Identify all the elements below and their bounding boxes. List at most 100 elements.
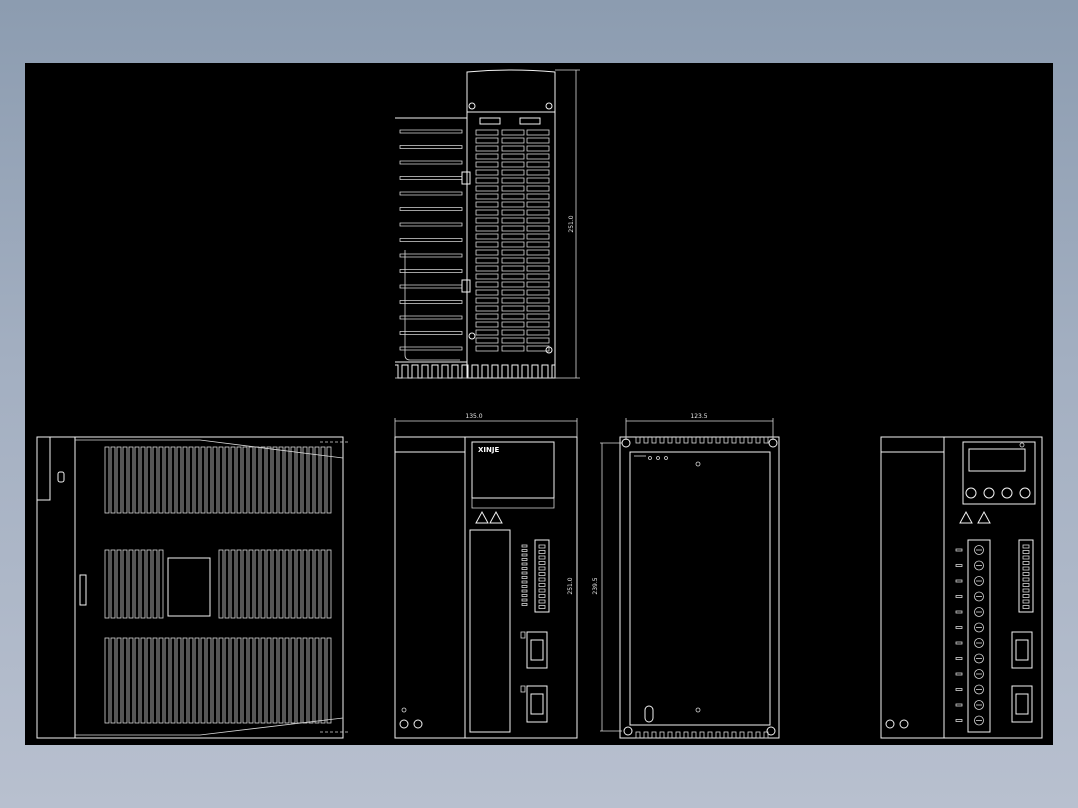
- vent-slot: [526, 153, 550, 160]
- vent-slot: [501, 177, 525, 184]
- vent-slot: [140, 446, 146, 514]
- terminal-label-mark: [955, 626, 963, 629]
- heatsink-fin: [399, 284, 463, 289]
- vent-slot: [134, 446, 140, 514]
- vent-slot: [122, 446, 128, 514]
- right-view-led: [1019, 442, 1025, 448]
- vent-slot: [475, 313, 499, 320]
- io-pin: [1022, 544, 1030, 549]
- vent-slot: [254, 549, 260, 619]
- vent-slot: [170, 637, 176, 724]
- front-view-db-connector-1: [526, 631, 548, 669]
- vent-slot: [146, 446, 152, 514]
- right-view-button-4[interactable]: [1019, 487, 1031, 499]
- back-view-inner-frame: [629, 451, 771, 726]
- vent-slot: [206, 446, 212, 514]
- edge-notch: [707, 731, 713, 739]
- vent-slot: [128, 446, 134, 514]
- io-pin: [1022, 572, 1030, 576]
- side-view-label-plate: [167, 557, 211, 617]
- back-view-mount-hole-br: [766, 726, 776, 736]
- vent-slot: [152, 549, 158, 619]
- top-view-slot-right: [519, 117, 541, 125]
- top-view-heatsink-fins: [399, 129, 463, 361]
- vent-slot: [116, 446, 122, 514]
- vent-slot: [501, 129, 525, 136]
- heatsink-fin: [399, 207, 463, 211]
- back-view-mount-hole-tr: [768, 438, 778, 448]
- right-view-db-connector-2: [1011, 685, 1033, 723]
- vent-slot: [260, 549, 266, 619]
- terminal-label-mark: [521, 589, 528, 593]
- vent-slot: [320, 446, 326, 514]
- vent-slot: [526, 305, 550, 312]
- vent-slot: [475, 257, 499, 264]
- front-view-ground-screw-1: [399, 719, 409, 729]
- io-pin: [1022, 566, 1030, 571]
- vent-slot: [188, 446, 194, 514]
- front-view-dim-width-label: 135.0: [465, 413, 482, 420]
- edge-notch: [683, 731, 689, 739]
- edge-notch: [675, 731, 681, 739]
- front-view-db-connector-1-inner: [530, 639, 544, 661]
- right-view-db-connector-2-inner: [1015, 693, 1029, 715]
- right-view-warning-icon-1: [959, 510, 973, 524]
- terminal-screw: [974, 622, 984, 633]
- vent-slot: [266, 637, 272, 724]
- heatsink-fin: [399, 145, 463, 149]
- io-pin: [1022, 561, 1030, 565]
- vent-slot: [152, 446, 158, 514]
- vent-slot: [242, 637, 248, 724]
- right-front-view: [880, 436, 1043, 739]
- right-view-button-2[interactable]: [983, 487, 995, 499]
- vent-slot: [254, 637, 260, 724]
- heatsink-fin: [399, 269, 463, 273]
- vent-slot: [230, 549, 236, 619]
- terminal-screw: [974, 545, 984, 555]
- vent-slot: [308, 446, 314, 514]
- cad-canvas[interactable]: [25, 63, 1053, 745]
- heatsink-fin: [399, 300, 463, 304]
- vent-slot: [501, 305, 525, 312]
- terminal-label-mark: [521, 562, 528, 566]
- terminal-label-mark: [955, 595, 963, 598]
- terminal-label-mark: [955, 688, 963, 691]
- right-view-button-3[interactable]: [1001, 487, 1013, 499]
- front-view-io-pins: [538, 544, 546, 609]
- terminal-label-mark: [521, 549, 528, 552]
- right-view-db-connector-1: [1011, 631, 1033, 669]
- side-view-connector-port: [79, 574, 87, 606]
- right-view-button-1[interactable]: [965, 487, 977, 499]
- io-pin: [538, 588, 546, 593]
- vent-slot: [526, 329, 550, 336]
- vent-slot: [242, 446, 248, 514]
- right-view-panel-frame: [962, 441, 1036, 505]
- side-view-slope-bottom: [75, 717, 344, 736]
- vent-slot: [475, 249, 499, 256]
- top-view-clip-upper: [461, 171, 471, 185]
- vent-slot: [278, 637, 284, 724]
- vent-slot: [526, 217, 550, 224]
- vent-slot: [236, 637, 242, 724]
- terminal-label-mark: [955, 579, 963, 583]
- edge-notch: [731, 436, 737, 444]
- vent-slot: [526, 161, 550, 168]
- vent-slot: [248, 549, 254, 619]
- vent-slot: [158, 637, 164, 724]
- right-view-warning-icon-2: [977, 510, 991, 524]
- edge-notch: [715, 731, 721, 739]
- edge-notch: [739, 731, 745, 739]
- vent-slot: [146, 637, 152, 724]
- top-view: 251.0: [395, 69, 580, 379]
- vent-slot: [236, 549, 242, 619]
- vent-slot: [526, 241, 550, 248]
- right-view-body: [880, 436, 1043, 739]
- vent-slot: [475, 297, 499, 304]
- vent-slot: [526, 273, 550, 280]
- edge-notch: [667, 731, 673, 739]
- vent-slot: [110, 446, 116, 514]
- side-view-latch: [57, 471, 65, 483]
- terminal-label-mark: [955, 703, 963, 707]
- vent-slot: [152, 637, 158, 724]
- vent-slot: [140, 549, 146, 619]
